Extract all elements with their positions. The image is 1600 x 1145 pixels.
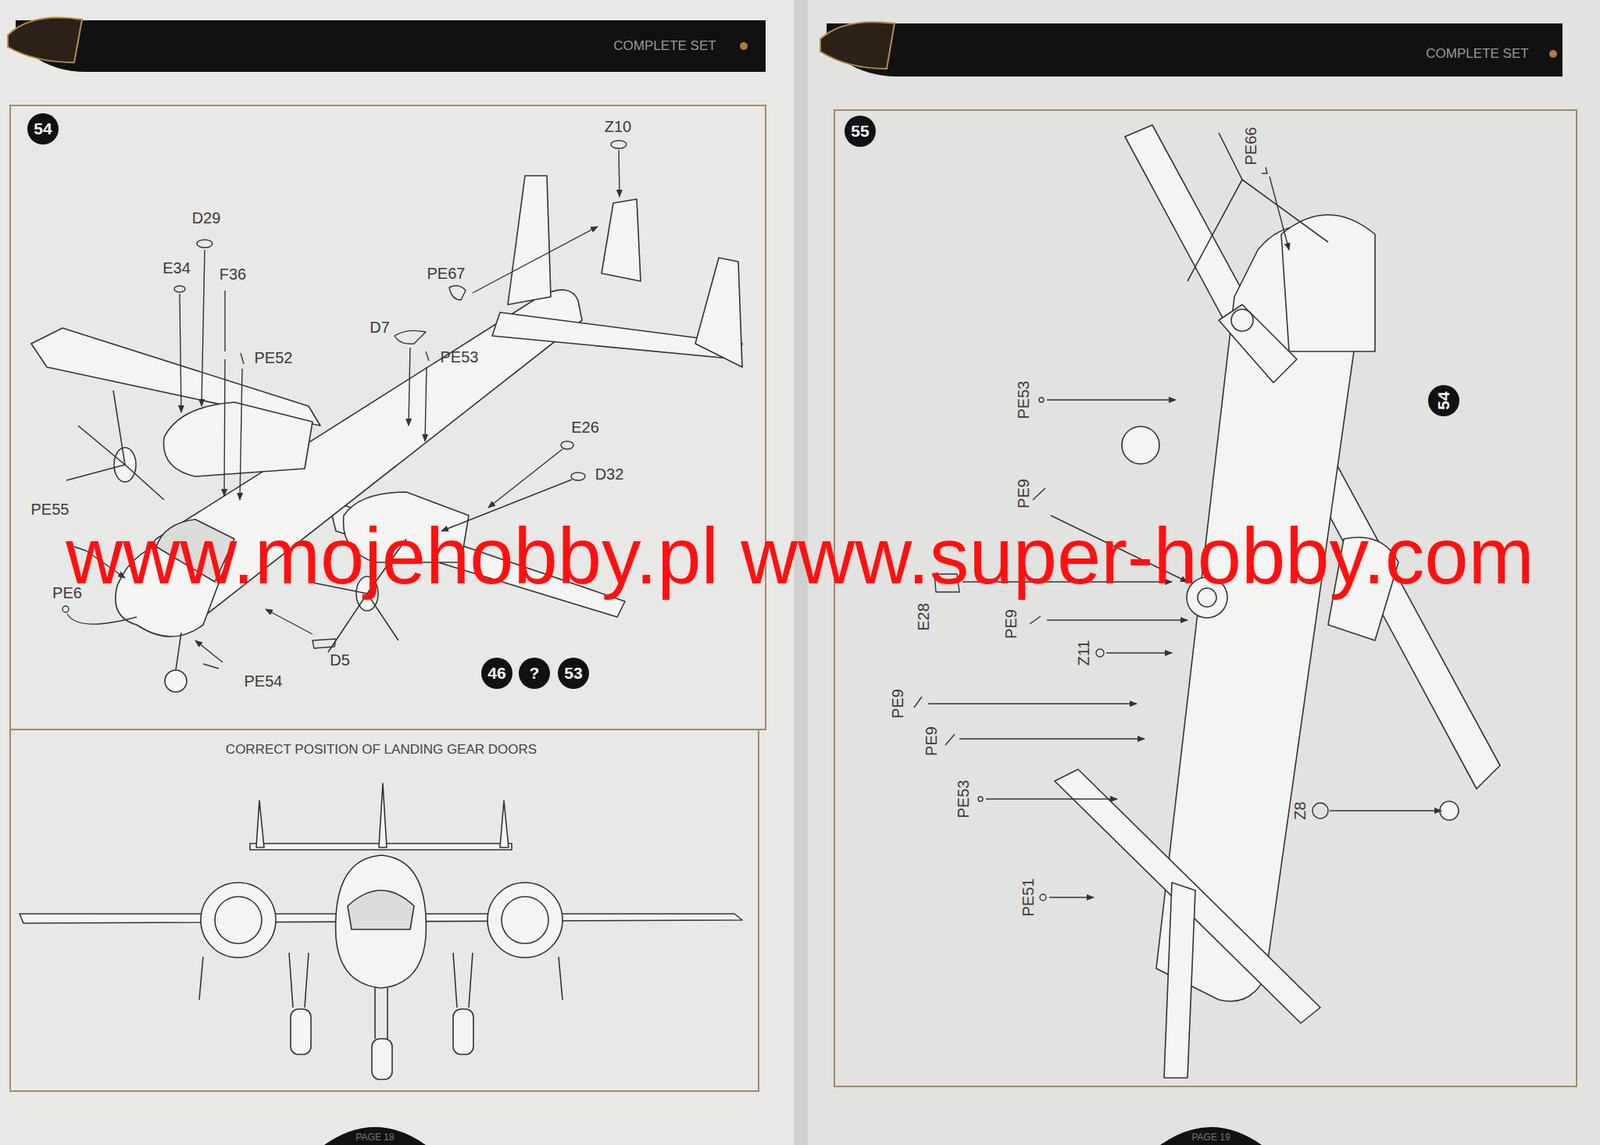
step-circle: 46 — [481, 657, 513, 690]
part-number: F36 — [219, 266, 247, 283]
step-circle: 55 — [844, 115, 876, 147]
step-circle: 53 — [557, 657, 590, 690]
header-text: COMPLETE SET — [1425, 46, 1529, 61]
part-number: PE9 — [1003, 609, 1019, 640]
part-number: Z11 — [1075, 640, 1092, 667]
part-number: PE67 — [427, 265, 466, 282]
part-number: PE52 — [254, 350, 293, 366]
part-number: PE53 — [1015, 381, 1032, 420]
step-circle: ? — [518, 657, 550, 690]
part-number: PE55 — [31, 501, 70, 518]
step-number: 55 — [850, 121, 869, 141]
part-number: PE9 — [889, 689, 906, 719]
step-number: 46 — [487, 664, 506, 683]
part-number: E28 — [915, 603, 932, 632]
step-number: 54 — [1434, 391, 1454, 410]
part-number: PE53 — [955, 780, 972, 819]
step-circle: 54 — [1428, 385, 1460, 417]
part-number: E26 — [571, 419, 600, 436]
page-number: PAGE 18 — [355, 1132, 394, 1143]
part-number: D7 — [369, 319, 390, 336]
part-number: D32 — [595, 466, 625, 483]
part-number: PE9 — [1015, 478, 1032, 509]
part-number: PE9 — [923, 726, 940, 757]
part-number: PE53 — [440, 349, 479, 365]
part-number: Z8 — [1292, 801, 1308, 820]
step-number: 53 — [564, 664, 583, 683]
header-text: COMPLETE SET — [613, 39, 716, 53]
part-number: PE54 — [244, 673, 283, 690]
step-number: ? — [529, 664, 540, 683]
part-number: D29 — [192, 210, 222, 226]
page-number: PAGE 19 — [1191, 1132, 1230, 1143]
part-number: PE51 — [1020, 878, 1036, 918]
step-number: 54 — [33, 119, 52, 139]
watermark: www.mojehobby.pl www.super-hobby.com — [65, 516, 1535, 596]
step-circle: 54 — [27, 113, 59, 145]
part-number: PE66 — [1242, 127, 1259, 166]
panel-caption: CORRECT POSITION OF LANDING GEAR DOORS — [225, 742, 537, 757]
part-number: D5 — [329, 652, 350, 668]
part-number: E34 — [162, 260, 191, 276]
part-number: Z10 — [604, 118, 632, 135]
